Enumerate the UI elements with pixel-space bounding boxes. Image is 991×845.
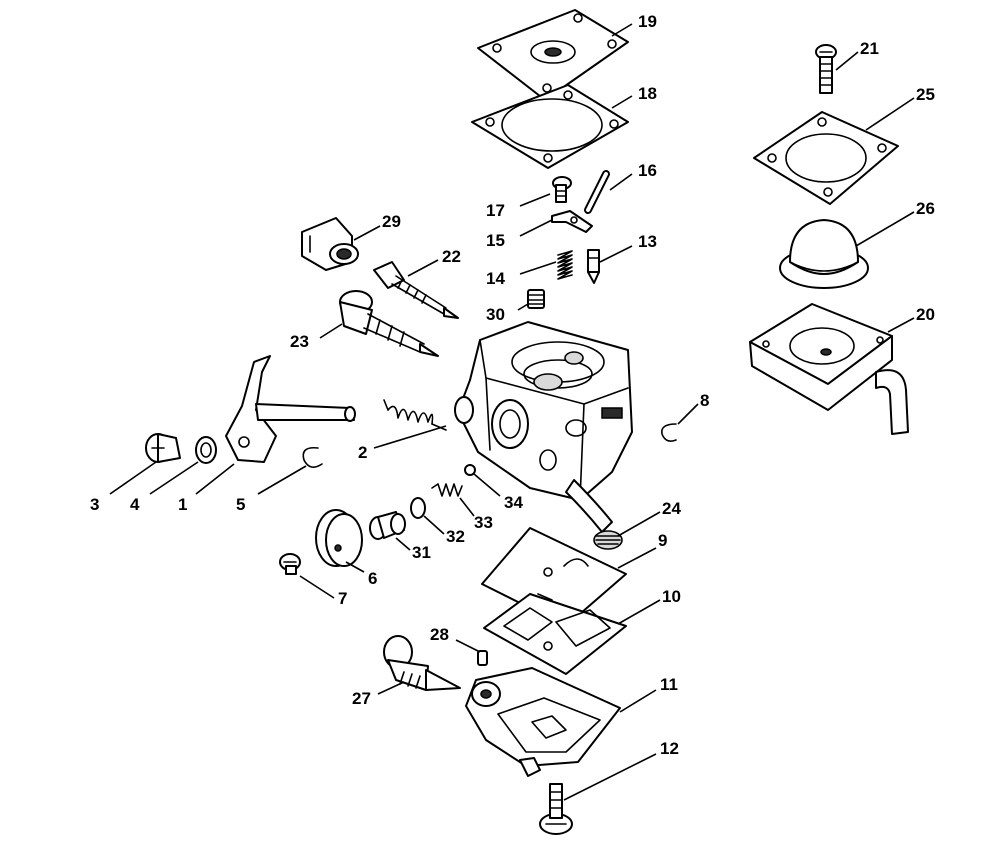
part-21-screw <box>815 44 837 94</box>
part-13-inlet-needle <box>587 249 600 284</box>
callout-1: 1 <box>178 495 187 514</box>
callout-20: 20 <box>916 305 935 324</box>
part-26-primer-bulb <box>779 219 869 289</box>
part-18-gasket <box>471 84 629 169</box>
carburetor-body <box>454 321 633 533</box>
callout-2: 2 <box>358 443 367 462</box>
callout-19: 19 <box>638 12 657 31</box>
part-24-filter-screen <box>593 530 623 550</box>
callout-34: 34 <box>504 493 523 512</box>
part-5-e-clip <box>302 446 323 468</box>
part-27-adjusting-screw <box>383 635 461 691</box>
callout-14: 14 <box>486 269 505 288</box>
part-11-end-cover <box>465 667 621 777</box>
part-33-spring <box>431 483 463 497</box>
callout-29: 29 <box>382 212 401 231</box>
callout-33: 33 <box>474 513 493 532</box>
callout-5: 5 <box>236 495 245 514</box>
part-6-disc <box>315 509 363 567</box>
part-3-sleeve <box>145 433 181 463</box>
callout-18: 18 <box>638 84 657 103</box>
part-12-screw <box>539 783 573 835</box>
callout-17: 17 <box>486 201 505 220</box>
callout-4: 4 <box>130 495 140 514</box>
part-28-pin <box>477 650 488 666</box>
callout-11: 11 <box>660 675 678 694</box>
callout-26: 26 <box>916 199 935 218</box>
callout-21: 21 <box>860 39 879 58</box>
callout-28: 28 <box>430 625 449 644</box>
callout-3: 3 <box>90 495 99 514</box>
callout-7: 7 <box>338 589 347 608</box>
callout-10: 10 <box>662 587 681 606</box>
callout-30: 30 <box>486 305 505 324</box>
callout-9: 9 <box>658 531 667 550</box>
part-2-spring <box>383 399 447 431</box>
part-1-throttle-shaft <box>225 355 356 463</box>
callout-16: 16 <box>638 161 657 180</box>
callout-27: 27 <box>352 689 371 708</box>
callout-12: 12 <box>660 739 679 758</box>
part-25-cover-plate <box>753 111 899 205</box>
callout-labels: 19 18 16 17 15 13 14 30 29 22 23 8 2 3 4… <box>90 12 935 758</box>
part-4-washer <box>195 436 217 464</box>
part-29-limiter-cap <box>301 217 359 271</box>
callout-6: 6 <box>368 569 377 588</box>
part-17-screw <box>552 176 572 203</box>
part-16-pin <box>584 170 610 214</box>
callout-15: 15 <box>486 231 505 250</box>
callout-24: 24 <box>662 499 681 518</box>
part-23-adjusting-screw <box>339 290 439 357</box>
part-15-lever <box>551 210 593 233</box>
part-7-screw <box>279 553 301 575</box>
callout-31: 31 <box>412 543 431 562</box>
part-30-plug <box>527 289 545 309</box>
callout-23: 23 <box>290 332 309 351</box>
part-8-e-clip <box>660 423 677 442</box>
part-31-sleeve <box>369 511 406 540</box>
part-34-spring <box>464 464 476 476</box>
part-10-gasket <box>483 593 627 675</box>
callout-13: 13 <box>638 232 657 251</box>
part-22-adjusting-screw <box>373 261 459 319</box>
leader-lines <box>109 23 915 801</box>
part-32-o-ring <box>410 497 426 519</box>
callout-22: 22 <box>442 247 461 266</box>
part-19-diaphragm <box>477 9 629 101</box>
callout-25: 25 <box>916 85 935 104</box>
callout-32: 32 <box>446 527 465 546</box>
part-14-spring <box>557 250 573 280</box>
callout-8: 8 <box>700 391 709 410</box>
part-20-primer-housing <box>749 303 909 435</box>
